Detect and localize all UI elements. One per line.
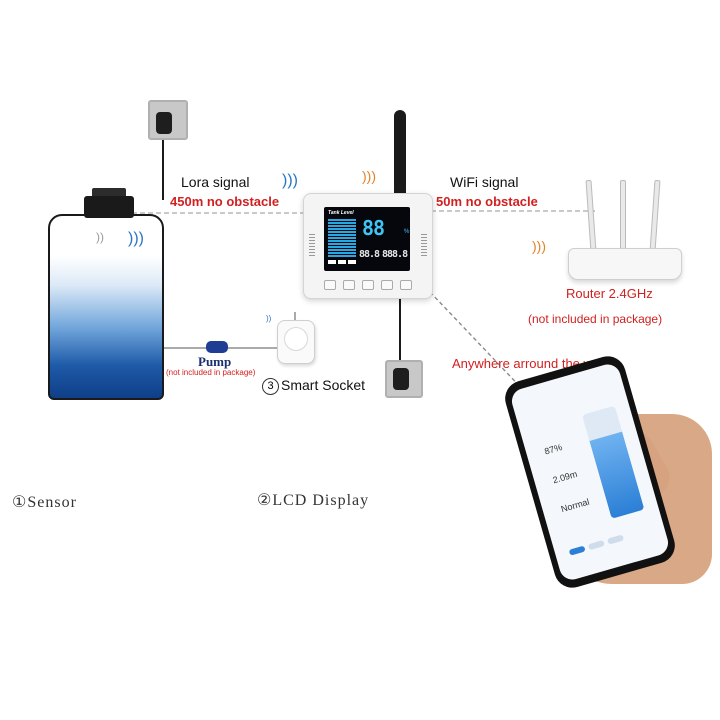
display-antenna (394, 110, 406, 196)
cloud-link-line (429, 291, 529, 396)
sensor-wifi-icon: ))) (128, 230, 144, 247)
lcd-screen: Tank Level 88 % 88.8 888.8 (324, 207, 410, 271)
pump-icon (206, 341, 228, 353)
display-button-2[interactable] (343, 280, 355, 290)
ultrasonic-sensor (84, 196, 134, 218)
pump-note: (not included in package) (166, 368, 256, 377)
right-speaker-grille (421, 234, 427, 256)
lcd-tag-2 (338, 260, 346, 264)
smart-socket-number-circle: 3 (262, 378, 279, 395)
display-button-5[interactable] (400, 280, 412, 290)
sensor-label: ①Sensor (12, 494, 77, 511)
phone-percent: 87% (543, 441, 564, 457)
display-signal-icon: ))) (362, 168, 376, 184)
display-button-3[interactable] (362, 280, 374, 290)
lcd-title: Tank Level (328, 210, 354, 216)
lcd-tag-1 (328, 260, 336, 264)
sensor-power-plug (156, 112, 172, 134)
phone-tab-2[interactable] (587, 539, 605, 551)
lcd-big-value: 88 (362, 216, 385, 240)
lora-range-label: 450m no obstacle (170, 194, 280, 209)
lcd-display-label: ②LCD Display (257, 492, 370, 509)
phone-tab-1[interactable] (568, 545, 586, 556)
smart-socket-face (284, 327, 308, 351)
wifi-range-label: 50m no obstacle (436, 194, 538, 209)
lcd-level-bars (328, 219, 356, 257)
sensor-wave-icon: )) (96, 230, 104, 244)
router-label: Router 2.4GHz (566, 286, 653, 301)
display-button-1[interactable] (324, 280, 336, 290)
lcd-tag-3 (348, 260, 356, 264)
phone-status: Normal (559, 496, 591, 515)
pump-label: Pump (198, 354, 232, 369)
phone-tab-3[interactable] (607, 534, 625, 545)
phone-level-bar (581, 405, 645, 519)
lora-wifi-icon: ))) (282, 172, 298, 189)
smart-socket-wifi-icon: )) (266, 314, 272, 323)
wifi-signal-label: WiFi signal (450, 174, 519, 190)
display-button-4[interactable] (381, 280, 393, 290)
smart-socket-label: Smart Socket (281, 377, 366, 393)
router-note: (not included in package) (528, 312, 663, 326)
phone-level-fill (589, 431, 645, 519)
sensor-top (92, 188, 126, 198)
lora-signal-label: Lora signal (181, 174, 250, 190)
display-power-plug (393, 368, 409, 390)
smart-socket (277, 320, 315, 364)
router-antenna-mid (620, 180, 626, 252)
smart-socket-number: 3 (267, 380, 274, 392)
lcd-small-right: 888.8 (382, 249, 408, 260)
water-tank (48, 214, 164, 400)
lcd-display-unit: Tank Level 88 % 88.8 888.8 (303, 193, 433, 299)
lcd-percent-sign: % (404, 229, 410, 235)
left-speaker-grille (309, 234, 315, 256)
router-body (568, 248, 682, 280)
lcd-small-left: 88.8 (359, 249, 380, 260)
router-signal-icon: ))) (532, 238, 546, 254)
phone-volume: 2.09m (551, 468, 579, 486)
